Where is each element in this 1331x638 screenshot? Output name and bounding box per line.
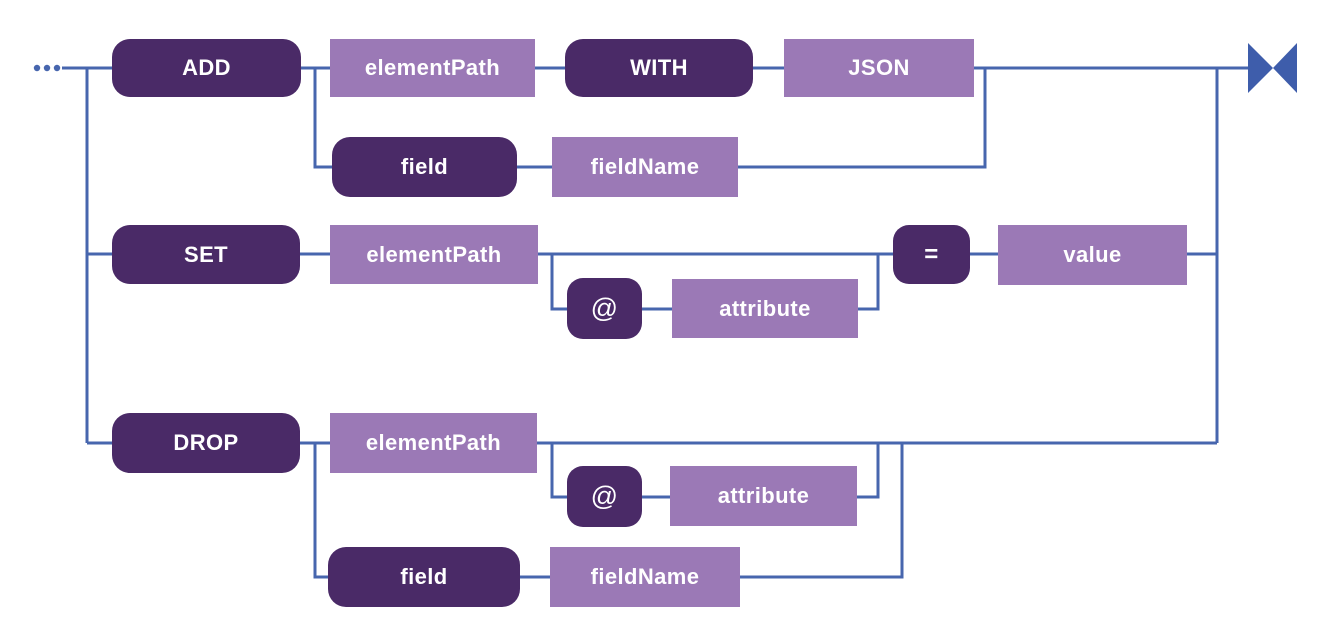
keyword-field: field bbox=[328, 547, 520, 607]
ellipsis-dot bbox=[43, 64, 51, 72]
variable-json: JSON bbox=[784, 39, 974, 97]
keyword-set: SET bbox=[112, 225, 300, 284]
keyword-field: field bbox=[332, 137, 517, 197]
ellipsis-dots-icon bbox=[33, 64, 61, 72]
connector-path bbox=[62, 66, 1248, 579]
variable-field-name: fieldName bbox=[552, 137, 738, 197]
bowtie-left-triangle bbox=[1248, 43, 1273, 93]
keyword-at-sign: @ bbox=[567, 466, 642, 527]
bowtie-terminator-icon bbox=[1248, 43, 1297, 93]
keyword-with: WITH bbox=[565, 39, 753, 97]
ellipsis-dot bbox=[53, 64, 61, 72]
keyword-add: ADD bbox=[112, 39, 301, 97]
variable-field-name: fieldName bbox=[550, 547, 740, 607]
variable-attribute: attribute bbox=[670, 466, 857, 526]
variable-attribute: attribute bbox=[672, 279, 858, 338]
variable-element-path: elementPath bbox=[330, 225, 538, 284]
keyword-at-sign: @ bbox=[567, 278, 642, 339]
keyword-equals: = bbox=[893, 225, 970, 284]
bowtie-right-triangle bbox=[1273, 43, 1297, 93]
ellipsis-dot bbox=[33, 64, 41, 72]
variable-element-path: elementPath bbox=[330, 413, 537, 473]
variable-value: value bbox=[998, 225, 1187, 285]
variable-element-path: elementPath bbox=[330, 39, 535, 97]
keyword-drop: DROP bbox=[112, 413, 300, 473]
